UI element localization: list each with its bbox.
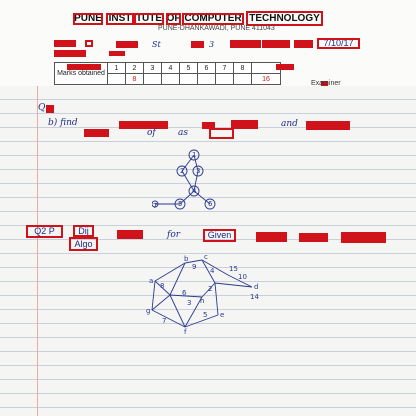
- marks-col-label-1: [67, 64, 101, 70]
- question-number: [46, 105, 54, 113]
- marks-col-3: 3: [143, 62, 162, 74]
- graph-node-h: h: [200, 297, 204, 305]
- marks-col-2: 2: [125, 62, 144, 74]
- word-box-3: [231, 120, 258, 129]
- tree-node-5: 5: [178, 200, 182, 208]
- of-text: of: [147, 128, 156, 138]
- marks-col-7: 7: [215, 62, 234, 74]
- marks-col-1: 1: [107, 62, 126, 74]
- header-field-date-label: [294, 40, 313, 48]
- graph-weight-7: 6: [182, 289, 187, 297]
- graph-weight-1: 9: [192, 263, 196, 271]
- marks-val-4: [161, 73, 180, 85]
- marks-col-8: 8: [233, 62, 252, 74]
- given-word: Given: [203, 229, 236, 242]
- graph-node-g: g: [146, 307, 150, 315]
- marks-val-8: [233, 73, 252, 85]
- div-value: 3: [209, 40, 215, 49]
- word-box-2: [202, 122, 215, 129]
- graph-weight-5: 14: [250, 293, 259, 301]
- title-word-computer: COMPUTER: [182, 13, 244, 25]
- graph-weight-2: 15: [229, 265, 238, 273]
- marks-val-2: 8: [125, 73, 144, 85]
- word-box-1: [119, 121, 168, 129]
- header-field-subject: [230, 40, 261, 48]
- header-field-code: [262, 40, 290, 48]
- title-word-of: OF: [166, 13, 181, 25]
- q2-word-box: [117, 230, 143, 239]
- marks-val-3: [143, 73, 162, 85]
- marks-col-6: 6: [197, 62, 216, 74]
- marks-col-4: 4: [161, 62, 180, 74]
- tree-node-1: 1: [192, 151, 196, 159]
- graph-weight-6: 8: [160, 282, 164, 290]
- q2-sub-word: Algo: [69, 237, 98, 251]
- header-field-div: [191, 41, 204, 48]
- word-box-7: [256, 232, 287, 242]
- tree-node-2: 2: [180, 167, 184, 175]
- for-text: for: [167, 230, 181, 240]
- sr-value: St: [152, 40, 161, 49]
- graph-weight-11: 2: [208, 285, 212, 293]
- word-box-6: [209, 128, 234, 139]
- title-word-technology: TECHNOLOGY: [246, 11, 323, 26]
- graph-node-b: b: [184, 255, 189, 263]
- marks-col-5: 5: [179, 62, 198, 74]
- and-text: and: [281, 119, 298, 129]
- marks-total-label: [276, 64, 294, 70]
- graph-weight-3: 4: [210, 267, 215, 275]
- word-box-4: [306, 121, 350, 130]
- header-field-subject-2: [54, 50, 86, 57]
- graph-weight-9: 5: [203, 311, 207, 319]
- graph-node-c: c: [204, 255, 208, 261]
- header-field-name: [54, 40, 76, 47]
- tree-node-7: 7: [153, 202, 157, 210]
- institute-address: PUNE-DHANKAWADI, PUNE 411043: [158, 25, 275, 32]
- graph-node-a: a: [149, 277, 153, 285]
- tree-node-4: 4: [192, 187, 197, 195]
- graph-weight-10: 3: [187, 299, 191, 307]
- header-mark: [85, 40, 93, 47]
- tree-graph: 1 2 3 4 5 6 7: [152, 149, 216, 210]
- title-word-inst: INST: [106, 13, 134, 25]
- question-label: Q: [38, 103, 46, 113]
- tree-node-6: 6: [208, 200, 213, 208]
- graph-weight-8: 7: [162, 317, 166, 325]
- date-value: 7/10/17: [317, 38, 360, 49]
- tree-node-3: 3: [196, 167, 200, 175]
- marks-val-5: [179, 73, 198, 85]
- header-field-roll: [116, 41, 138, 48]
- graph-weight-4: 10: [238, 273, 247, 281]
- word-box-5: [84, 129, 109, 137]
- word-box-9: [341, 232, 386, 243]
- examiner-label: Examiner: [311, 80, 341, 87]
- marks-val-7: [215, 73, 234, 85]
- marks-val-6: [197, 73, 216, 85]
- q2-word: Dij: [73, 225, 94, 237]
- margin-line: [37, 86, 38, 416]
- graph-node-f: f: [184, 328, 187, 335]
- marks-total: 16: [251, 73, 281, 85]
- graph-node-d: d: [254, 283, 258, 291]
- as-text: as: [178, 128, 188, 138]
- header-field-small: [109, 51, 125, 56]
- part-b-text: b) find: [48, 118, 78, 128]
- weighted-graph: a b c d e f g h 9 15 4 10 14 8 6 7 5 3 2: [146, 255, 259, 335]
- examiner-mark: [321, 81, 328, 86]
- q2-label: Q2 P: [26, 225, 63, 238]
- graph-node-e: e: [220, 311, 224, 319]
- marks-val-1: [107, 73, 126, 85]
- word-box-8: [299, 233, 328, 242]
- title-word-pune: PUNE: [73, 13, 103, 25]
- title-word-tute: TUTE: [134, 13, 164, 25]
